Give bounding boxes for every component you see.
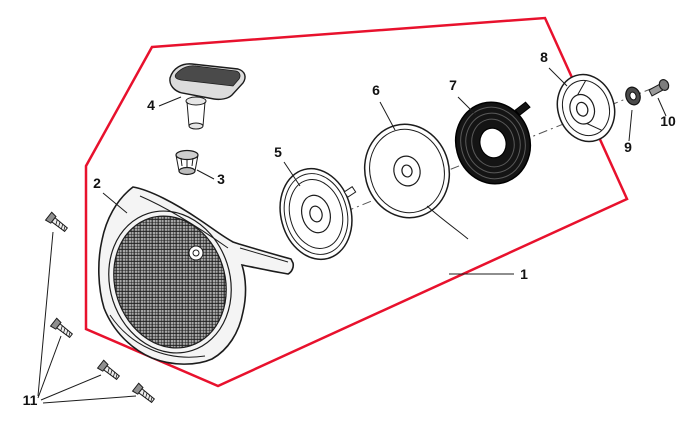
spring-hook-tab [514, 101, 531, 116]
handle-grip-top [174, 65, 241, 87]
spring-coil-2 [465, 112, 521, 174]
bushing-top [175, 149, 199, 161]
part-labels: 1 2 3 4 5 6 7 8 9 10 11 [23, 49, 676, 408]
part-pulley-disc [363, 123, 469, 240]
cup-ring [561, 79, 611, 137]
handle-stem-sides [186, 101, 206, 127]
vent-outer-ring [108, 210, 232, 354]
disc-outer [363, 123, 451, 219]
cup-center-hole [575, 101, 589, 117]
leader-line-11b [37, 335, 62, 399]
part-starter-handle [169, 63, 246, 130]
reel-ring-2 [283, 173, 349, 255]
screw-4 [132, 382, 157, 406]
part-label-8: 8 [540, 49, 548, 65]
leader-line-7 [457, 96, 477, 116]
disc-center-hole [401, 164, 413, 178]
reel-ring-3 [288, 179, 344, 249]
leader-line-2 [102, 192, 128, 214]
bushing-bottom [178, 166, 196, 176]
leader-line-11c [40, 374, 102, 401]
reel-hub [301, 194, 331, 234]
housing-boss [188, 245, 204, 261]
disc-ring [369, 128, 445, 214]
leader-line-10 [657, 97, 667, 117]
leader-line-9 [628, 109, 633, 142]
leader-line-6 [379, 101, 396, 131]
disc-hub [393, 155, 421, 187]
part-label-9: 9 [624, 139, 632, 155]
bushing-knurl [180, 157, 194, 167]
reel-tab [343, 186, 357, 198]
housing-inner-edge [139, 195, 229, 249]
leader-line-8 [548, 67, 568, 87]
handle-stem-base [188, 122, 204, 130]
screw-2 [50, 317, 75, 341]
assembly-boundary-outline [84, 16, 629, 388]
bolt-head [658, 79, 670, 91]
part-label-2: 2 [93, 175, 101, 191]
part-rope-bushing [175, 149, 199, 176]
part-label-11: 11 [23, 392, 38, 408]
part-label-4: 4 [147, 97, 155, 113]
part-starter-cup [556, 73, 616, 143]
handle-stem-collar [185, 96, 207, 106]
housing-boss-hole [192, 249, 200, 257]
washer-hole [629, 91, 637, 101]
part-washer [625, 86, 641, 106]
leader-lines [37, 67, 667, 404]
part-recoil-spring [454, 101, 532, 185]
part-label-5: 5 [274, 144, 282, 160]
part-starter-housing [98, 186, 295, 365]
spring-center-hole [479, 127, 507, 159]
cup-depth-lines [577, 80, 602, 131]
screw-1 [45, 211, 70, 235]
part-label-3: 3 [217, 171, 225, 187]
leader-line-11d [42, 395, 137, 404]
part-label-1: 1 [520, 266, 528, 282]
leader-line-5 [283, 161, 301, 187]
part-bolt [648, 79, 670, 97]
bushing-sides [175, 154, 199, 172]
spring-coil-1 [460, 106, 526, 180]
leader-line-4 [158, 96, 182, 107]
starter-rope [426, 205, 469, 240]
part-label-7: 7 [449, 77, 457, 93]
part-label-6: 6 [372, 82, 380, 98]
leader-line-11a [37, 231, 54, 397]
part-label-10: 10 [660, 113, 676, 129]
part-rope-reel [279, 167, 357, 261]
housing-flange-line [239, 247, 289, 263]
leader-line-3 [196, 169, 215, 180]
reel-center-hole [309, 205, 323, 223]
housing-rim-line [109, 314, 206, 358]
screw-3 [97, 359, 122, 383]
